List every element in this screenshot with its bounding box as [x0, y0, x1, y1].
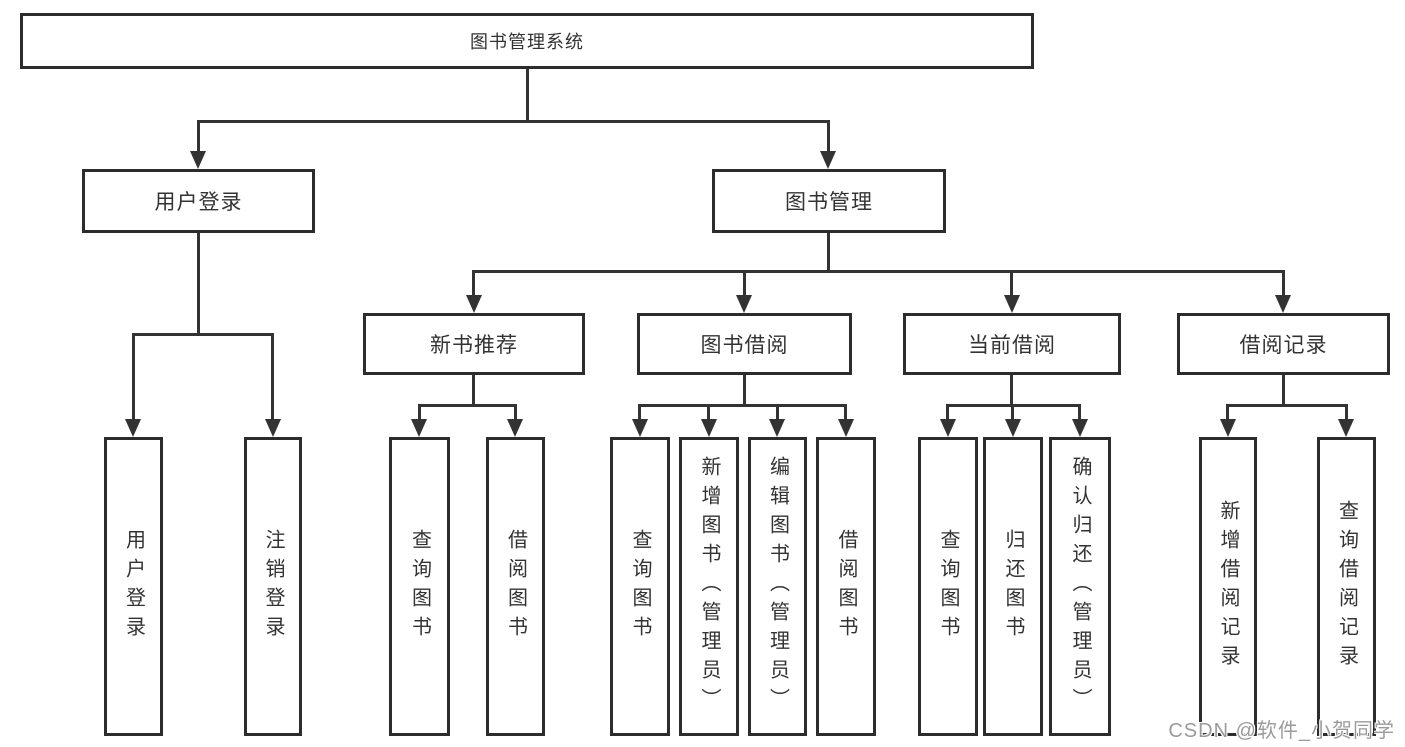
connector-book-borrow-rail: [638, 404, 847, 407]
connector-drop-leaf: [946, 404, 949, 422]
arrow-down-icon: [190, 151, 206, 169]
node-book-borrow-label: 图书借阅: [700, 334, 789, 357]
connector-borrow-records-rail: [1226, 404, 1348, 407]
connector-new-book-stem: [472, 375, 475, 407]
leaf-query-books-1: 查询图书: [389, 437, 450, 736]
arrow-down-icon: [411, 419, 427, 437]
connector-drop-new-book: [472, 270, 475, 298]
connector-drop-user-login: [197, 120, 200, 154]
connector-new-book-rail: [418, 404, 517, 407]
connector-drop-leaf: [1078, 404, 1081, 422]
connector-user-login-rail: [132, 333, 274, 336]
arrow-down-icon: [632, 419, 648, 437]
connector-drop-book-borrow: [743, 270, 746, 298]
node-user-login-label: 用户登录: [154, 191, 243, 214]
node-current-borrow-label: 当前借阅: [968, 334, 1056, 357]
leaf-query-borrow-record: 查询借阅记录: [1317, 437, 1376, 736]
arrow-down-icon: [820, 151, 836, 169]
connector-drop-leaf: [418, 404, 421, 422]
leaf-add-books-admin: 新增图书（管理员）: [679, 437, 739, 736]
leaf-add-borrow-record: 新增借阅记录: [1199, 437, 1257, 736]
arrow-down-icon: [1072, 419, 1088, 437]
connector-drop-leaf: [707, 404, 710, 422]
arrow-down-icon: [838, 419, 854, 437]
arrow-down-icon: [1275, 295, 1291, 313]
leaf-query-borrow-record-label: 查询借阅记录: [1335, 499, 1358, 674]
leaf-query-books-2-label: 查询图书: [629, 528, 651, 645]
connector-drop-leaf: [514, 404, 517, 422]
leaf-borrow-books-2-label: 借阅图书: [835, 528, 857, 645]
leaf-logout-label: 注销登录: [262, 528, 284, 645]
connector-drop-leaf: [1011, 404, 1014, 422]
leaf-query-books-1-label: 查询图书: [408, 528, 431, 645]
arrow-down-icon: [736, 295, 752, 313]
leaf-query-books-3: 查询图书: [918, 437, 978, 736]
leaf-borrow-books-1-label: 借阅图书: [504, 528, 527, 645]
arrow-down-icon: [940, 419, 956, 437]
leaf-confirm-return-admin: 确认归还（管理员）: [1049, 437, 1111, 736]
leaf-edit-books-admin: 编辑图书（管理员）: [748, 437, 807, 736]
leaf-query-books-3-label: 查询图书: [937, 528, 959, 645]
node-root-label: 图书管理系统: [470, 32, 584, 52]
connector-drop-leaf: [132, 333, 135, 422]
arrow-down-icon: [701, 419, 717, 437]
connector-drop-leaf: [776, 404, 779, 422]
node-user-login: 用户登录: [82, 169, 315, 233]
connector-drop-leaf: [271, 333, 274, 422]
connector-book-borrow-stem: [743, 375, 746, 407]
connector-current-borrow-stem: [1010, 375, 1013, 407]
arrow-down-icon: [265, 419, 281, 437]
arrow-down-icon: [1005, 419, 1021, 437]
leaf-user-login: 用户登录: [104, 437, 163, 736]
arrow-down-icon: [769, 419, 785, 437]
node-book-management: 图书管理: [712, 169, 946, 233]
leaf-query-books-2: 查询图书: [610, 437, 670, 736]
arrow-down-icon: [466, 295, 482, 313]
node-current-borrow: 当前借阅: [903, 313, 1121, 375]
leaf-confirm-return-admin-label: 确认归还（管理员）: [1069, 456, 1091, 717]
leaf-borrow-books-2: 借阅图书: [816, 437, 876, 736]
node-book-management-label: 图书管理: [785, 191, 873, 214]
node-borrow-records-label: 借阅记录: [1239, 334, 1328, 357]
leaf-add-borrow-record-label: 新增借阅记录: [1217, 499, 1239, 674]
connector-root-rail: [197, 120, 830, 123]
arrow-down-icon: [1220, 419, 1236, 437]
node-new-book-recommend-label: 新书推荐: [430, 334, 518, 357]
leaf-user-login-label: 用户登录: [122, 528, 145, 645]
arrow-down-icon: [1004, 295, 1020, 313]
leaf-logout: 注销登录: [244, 437, 302, 736]
connector-book-management-rail: [472, 270, 1285, 273]
connector-drop-current-borrow: [1010, 270, 1013, 298]
connector-drop-leaf: [844, 404, 847, 422]
csdn-watermark: CSDN @软件_小贺同学: [1168, 720, 1395, 742]
arrow-down-icon: [125, 419, 141, 437]
leaf-borrow-books-1: 借阅图书: [486, 437, 545, 736]
connector-drop-leaf: [1345, 404, 1348, 422]
connector-drop-book-management: [827, 120, 830, 154]
node-root: 图书管理系统: [20, 13, 1034, 69]
node-book-borrow: 图书借阅: [637, 313, 852, 375]
connector-user-login-stem: [197, 233, 200, 336]
connector-drop-borrow-records: [1282, 270, 1285, 298]
connector-root-stem: [526, 69, 529, 123]
arrow-down-icon: [507, 419, 523, 437]
leaf-add-books-admin-label: 新增图书（管理员）: [698, 456, 720, 717]
leaf-return-books: 归还图书: [983, 437, 1043, 736]
node-borrow-records: 借阅记录: [1177, 313, 1390, 375]
connector-borrow-records-stem: [1282, 375, 1285, 407]
arrow-down-icon: [1338, 419, 1354, 437]
leaf-return-books-label: 归还图书: [1002, 528, 1024, 645]
connector-drop-leaf: [1226, 404, 1229, 422]
connector-drop-leaf: [638, 404, 641, 422]
node-new-book-recommend: 新书推荐: [363, 313, 585, 375]
connector-book-management-stem: [827, 233, 830, 273]
leaf-edit-books-admin-label: 编辑图书（管理员）: [766, 456, 789, 717]
